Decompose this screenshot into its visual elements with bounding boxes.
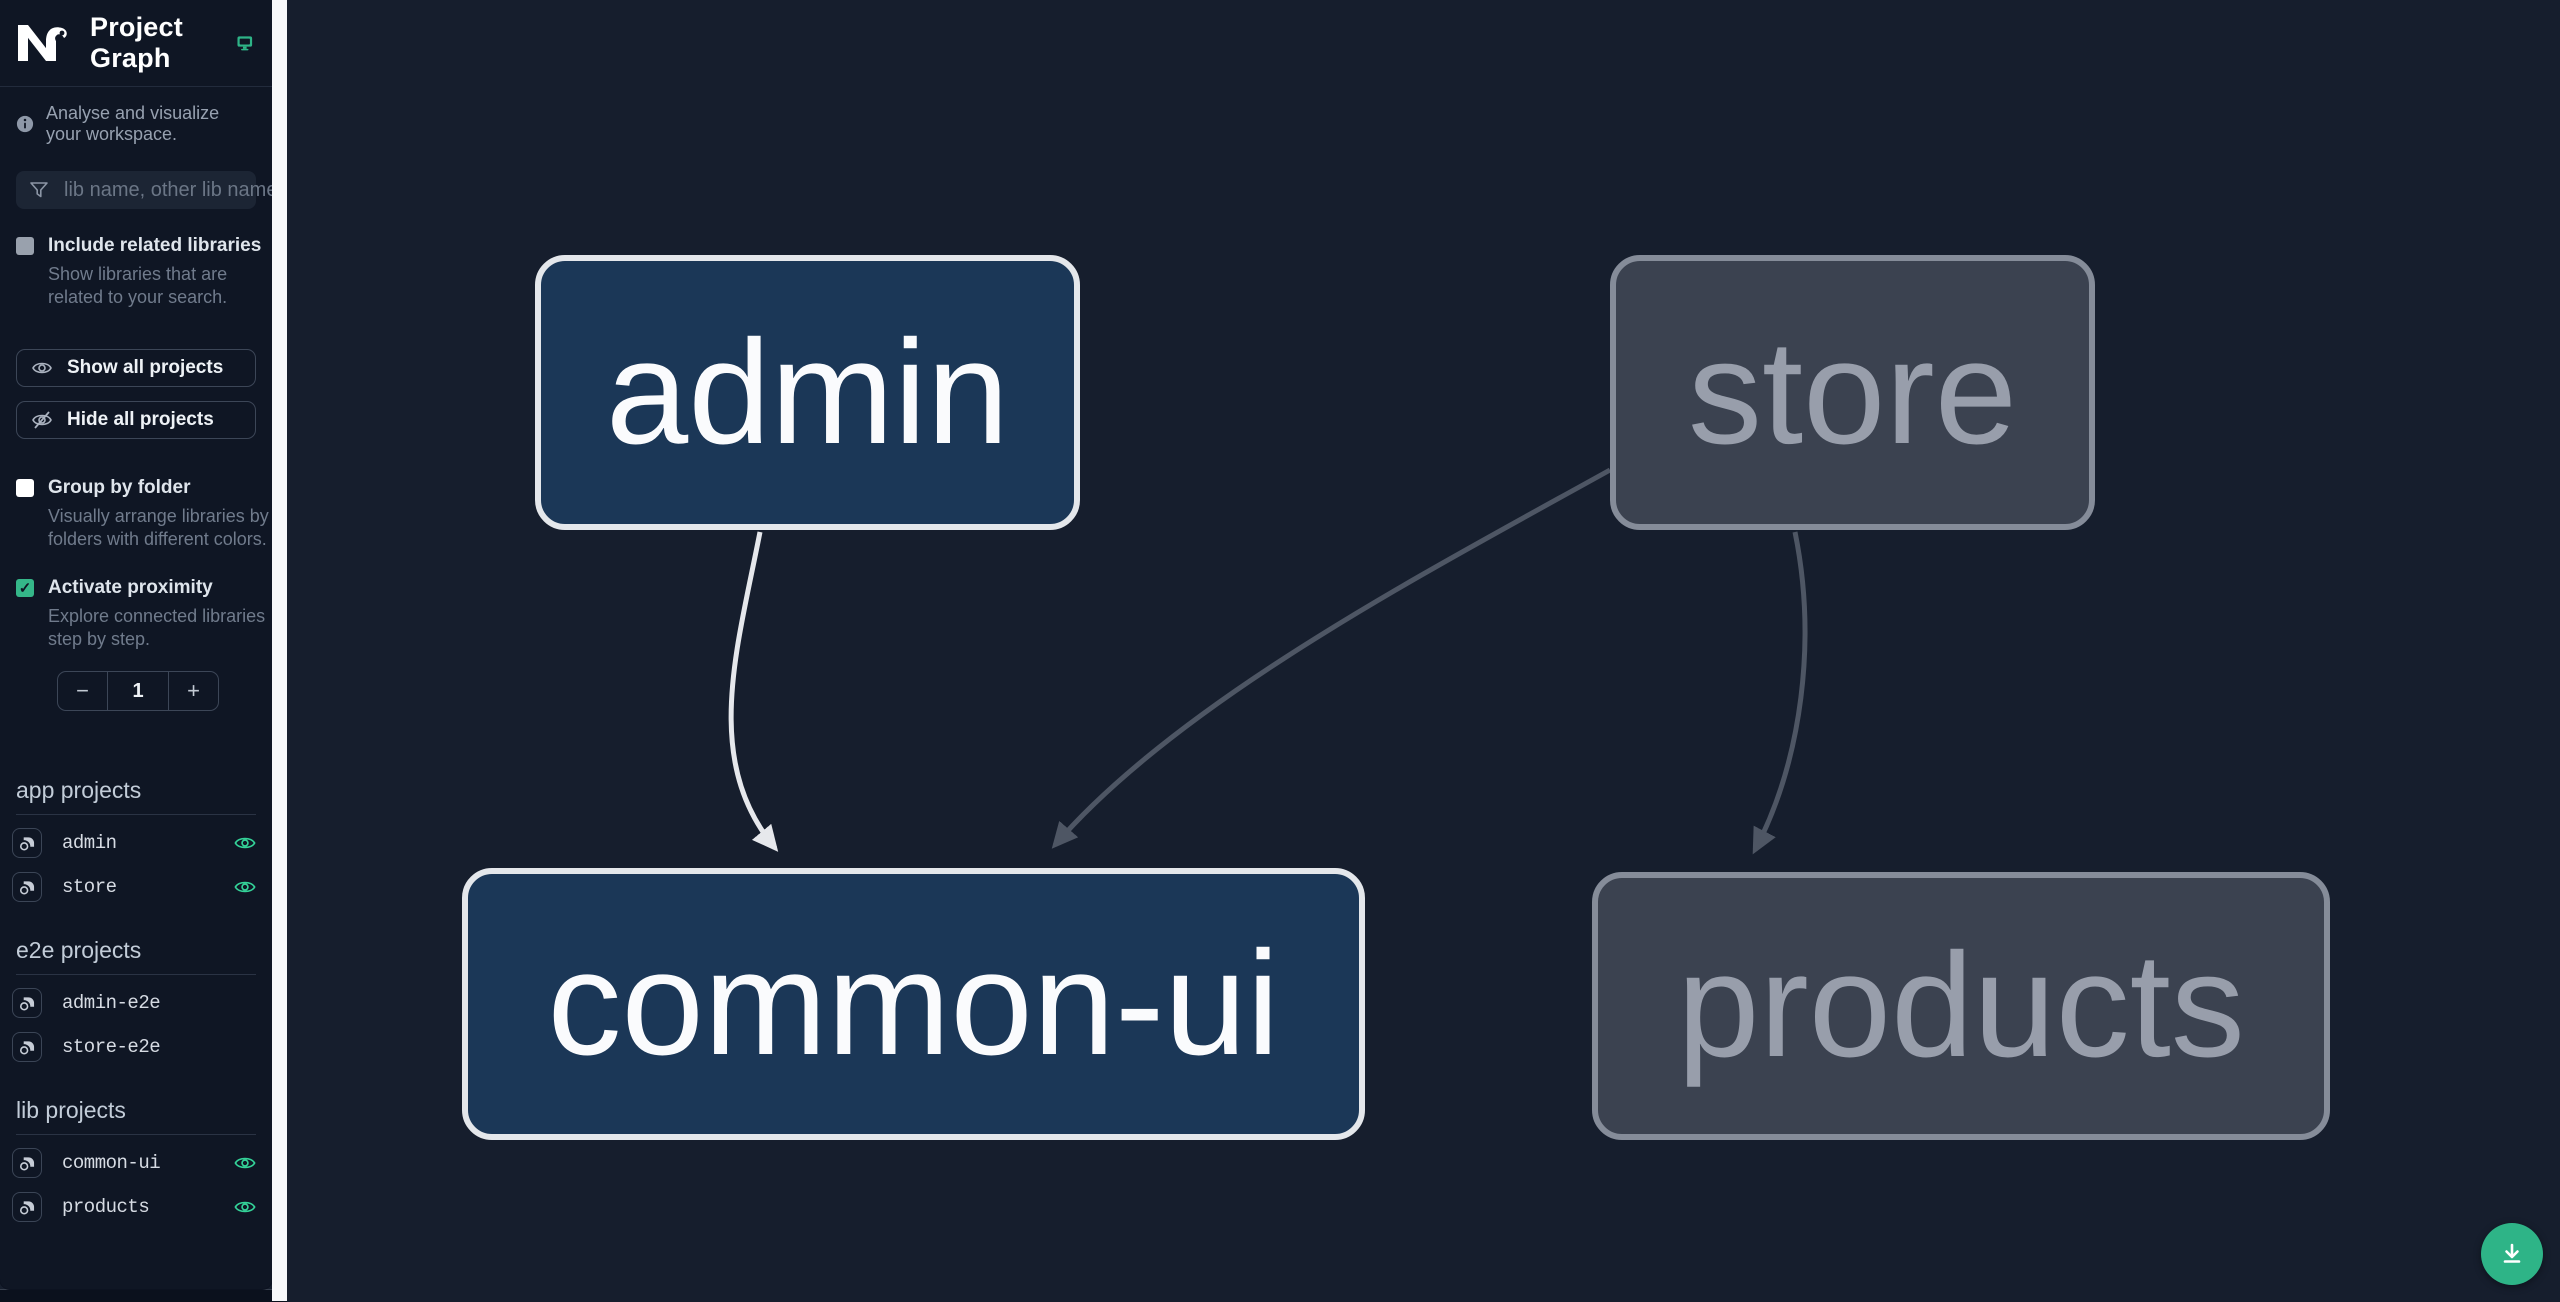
focus-icon	[19, 881, 35, 895]
proximity-value: 1	[107, 672, 169, 711]
project-section: app projects admin store	[0, 777, 272, 903]
sidebar-scrollbar[interactable]	[272, 0, 287, 1301]
info-icon	[16, 115, 34, 133]
focus-project-button[interactable]	[12, 1148, 42, 1179]
project-name: common-ui	[62, 1152, 161, 1175]
filter-funnel-icon	[30, 182, 48, 198]
tagline-text: Analyse and visualize your workspace.	[46, 103, 220, 144]
proximity-increment-button[interactable]: +	[169, 672, 218, 710]
project-name: admin-e2e	[62, 992, 161, 1015]
proximity-decrement-button[interactable]: −	[58, 672, 107, 710]
project-list-item-store: store	[12, 871, 258, 903]
activate-proximity-toggle[interactable]: ✓ Activate proximity Explore connected l…	[0, 577, 272, 651]
group-by-folder-label: Group by folder	[48, 477, 191, 499]
include-related-description: Show libraries that are related to your …	[48, 264, 228, 308]
include-related-label: Include related libraries	[48, 235, 262, 256]
focus-project-button[interactable]	[12, 1032, 42, 1063]
sidebar-header: Project Graph	[0, 0, 272, 87]
focus-icon	[19, 1201, 35, 1215]
visibility-eye-icon[interactable]	[234, 1199, 256, 1215]
project-section: lib projects common-ui products	[0, 1097, 272, 1223]
include-related-checkbox[interactable]	[16, 237, 34, 255]
eye-off-icon	[32, 411, 52, 429]
proximity-stepper: − 1 +	[57, 671, 219, 712]
project-section: e2e projects admin-e2e store-e2e	[0, 937, 272, 1063]
project-name: admin	[62, 832, 117, 855]
project-list-item-admin-e2e: admin-e2e	[12, 987, 258, 1019]
project-list-item-store-e2e: store-e2e	[12, 1031, 258, 1063]
project-list-item-admin: admin	[12, 827, 258, 859]
activate-proximity-label: Activate proximity	[48, 577, 213, 599]
project-name: store	[62, 876, 117, 899]
sidebar-bottom-scrollbar[interactable]	[0, 1289, 287, 1302]
show-all-projects-button[interactable]: Show all projects	[16, 349, 256, 388]
workspace-tagline: Analyse and visualize your workspace.	[0, 87, 272, 145]
eye-icon	[32, 362, 52, 374]
project-list-item-common-ui: common-ui	[12, 1147, 258, 1179]
show-all-label: Show all projects	[67, 357, 224, 379]
search-input[interactable]	[62, 177, 331, 203]
hide-all-projects-button[interactable]: Hide all projects	[16, 401, 256, 440]
project-name: products	[62, 1196, 150, 1219]
visibility-eye-icon[interactable]	[234, 879, 256, 895]
page-title: Project Graph	[90, 12, 183, 73]
nx-logo-icon	[18, 25, 67, 61]
graph-node-admin[interactable]: admin	[535, 255, 1080, 530]
visibility-eye-icon[interactable]	[234, 835, 256, 851]
section-title: app projects	[16, 777, 256, 816]
project-name: store-e2e	[62, 1036, 161, 1059]
focus-project-button[interactable]	[12, 1192, 42, 1223]
search-box	[16, 171, 331, 209]
focus-icon	[19, 837, 35, 851]
group-by-folder-toggle[interactable]: Group by folder Visually arrange librari…	[0, 477, 272, 551]
activate-proximity-checkbox[interactable]: ✓	[16, 579, 34, 598]
edge-admin-to-common-ui	[728, 531, 779, 852]
graph-node-products[interactable]: products	[1592, 872, 2330, 1140]
group-by-folder-checkbox[interactable]	[16, 479, 34, 498]
activate-proximity-description: Explore connected libraries step by step…	[48, 606, 266, 650]
sidebar: Project Graph Analyse and visualize your…	[0, 0, 331, 1289]
edge-store-to-products	[1752, 531, 1808, 855]
focus-icon	[19, 1041, 35, 1055]
section-title: lib projects	[16, 1097, 256, 1136]
focus-project-button[interactable]	[12, 872, 42, 903]
focus-icon	[19, 1157, 35, 1171]
node-label: admin	[605, 309, 1010, 475]
edge-store-to-common-ui	[1051, 467, 1612, 849]
download-graph-button[interactable]	[2481, 1223, 2543, 1285]
focus-project-button[interactable]	[12, 828, 42, 859]
download-icon	[2503, 1243, 2521, 1263]
monitor-icon	[237, 36, 253, 51]
graph-edges	[728, 467, 1808, 855]
project-list-item-products: products	[12, 1191, 258, 1223]
focus-project-button[interactable]	[12, 988, 42, 1019]
group-by-folder-description: Visually arrange libraries by folders wi…	[48, 506, 269, 550]
graph-node-common-ui[interactable]: common-ui	[462, 868, 1365, 1140]
focus-icon	[19, 997, 35, 1011]
include-related-toggle[interactable]: Include related libraries Show libraries…	[0, 235, 272, 309]
section-title: e2e projects	[16, 937, 256, 976]
node-label: products	[1677, 923, 2245, 1088]
hide-all-label: Hide all projects	[67, 409, 214, 431]
visibility-eye-icon[interactable]	[234, 1155, 256, 1171]
node-label: store	[1687, 309, 2018, 475]
node-label: common-ui	[547, 921, 1280, 1086]
graph-canvas[interactable]: admin store common-ui products	[287, 0, 2560, 1301]
project-sections: app projects admin store e2e p	[0, 777, 272, 1223]
graph-node-store[interactable]: store	[1610, 255, 2095, 530]
